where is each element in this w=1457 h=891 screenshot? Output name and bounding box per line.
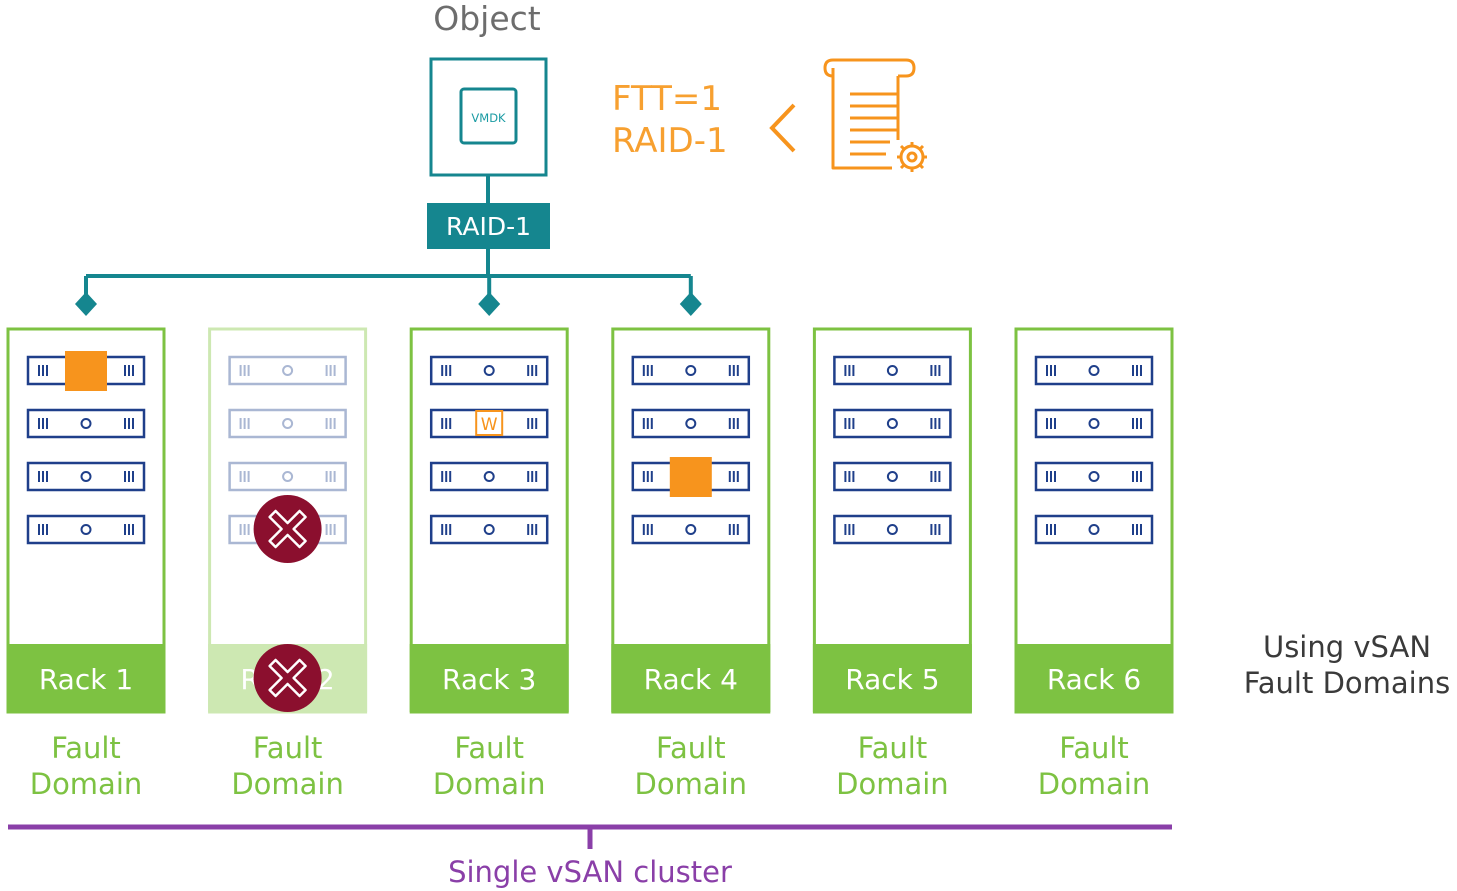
side-note-line1: Using vSAN: [1263, 630, 1431, 664]
connector-diamond: [478, 292, 501, 316]
object-box: VMDK: [429, 57, 548, 177]
failure-x-icon: [253, 644, 322, 712]
cluster-bracket: [8, 824, 1172, 849]
chevron-left-icon: [769, 103, 796, 153]
raid-block: RAID-1: [427, 203, 550, 249]
server-icon: [1034, 408, 1154, 439]
server-icon: [228, 461, 347, 492]
witness-component: [475, 410, 504, 436]
fault-domain-label: Domain: [635, 767, 748, 801]
witness-label: W: [481, 415, 498, 435]
server-icon: [833, 461, 952, 492]
rack-label-bar: [611, 644, 771, 712]
fault-domain-label: Domain: [433, 767, 546, 801]
cluster-label: Single vSAN cluster: [448, 855, 732, 889]
rack-label: Rack 4: [644, 663, 738, 696]
rack-label-bar: [6, 644, 166, 712]
vmdk-disk-icon: [459, 87, 518, 145]
rack-label-bar: [812, 644, 972, 712]
connector-diamond: [679, 292, 702, 316]
fault-domain-label: Fault: [858, 731, 928, 765]
fault-domain-label: Fault: [454, 731, 524, 765]
object-title: Object: [433, 0, 541, 38]
racks-row: Rack 1FaultDomainRack 2FaultDomainWRack …: [6, 327, 1174, 801]
policy-raid: RAID-1: [612, 121, 728, 161]
side-note-line2: Fault Domains: [1244, 666, 1450, 700]
rack-label-bar: [409, 644, 569, 712]
fault-domain-label: Fault: [1059, 731, 1129, 765]
server-icon: [429, 461, 549, 492]
server-icon: [833, 514, 952, 545]
fault-domain-label: Fault: [253, 731, 323, 765]
server-icon: [833, 355, 952, 386]
server-icon: [833, 408, 952, 439]
fault-domain-label: Domain: [30, 767, 143, 801]
failure-x-icon: [253, 495, 322, 563]
server-icon: [1034, 514, 1154, 545]
policy-document-gear-icon: [823, 58, 927, 172]
fault-domain-label: Domain: [1038, 767, 1151, 801]
server-icon: [26, 461, 146, 492]
fault-domain-label: Fault: [51, 731, 121, 765]
replica-component: [669, 457, 712, 497]
server-icon: [631, 408, 751, 439]
fault-domain-label: Domain: [836, 767, 949, 801]
rack-label: Rack 1: [39, 663, 133, 696]
server-icon: [26, 408, 146, 439]
server-icon: [1034, 355, 1154, 386]
fault-domain-label: Domain: [231, 767, 344, 801]
connector-diamond: [75, 292, 97, 316]
server-icon: [631, 355, 751, 386]
server-icon: [631, 514, 751, 545]
server-icon: [429, 355, 549, 386]
server-icon: [228, 355, 347, 386]
raid-distribution-tree: [75, 249, 702, 316]
raid-label: RAID-1: [446, 212, 531, 241]
replica-component: [65, 351, 107, 391]
server-icon: [1034, 461, 1154, 492]
rack-label-bar: [1014, 644, 1174, 712]
policy-ftt: FTT=1: [612, 79, 722, 119]
rack-label: Rack 6: [1047, 663, 1141, 696]
rack-label: Rack 5: [845, 663, 939, 696]
server-icon: [228, 408, 347, 439]
rack-label: Rack 3: [442, 663, 536, 696]
fault-domain-label: Fault: [656, 731, 726, 765]
server-icon: [429, 514, 549, 545]
server-icon: [26, 514, 146, 545]
vmdk-label: VMDK: [471, 111, 506, 125]
